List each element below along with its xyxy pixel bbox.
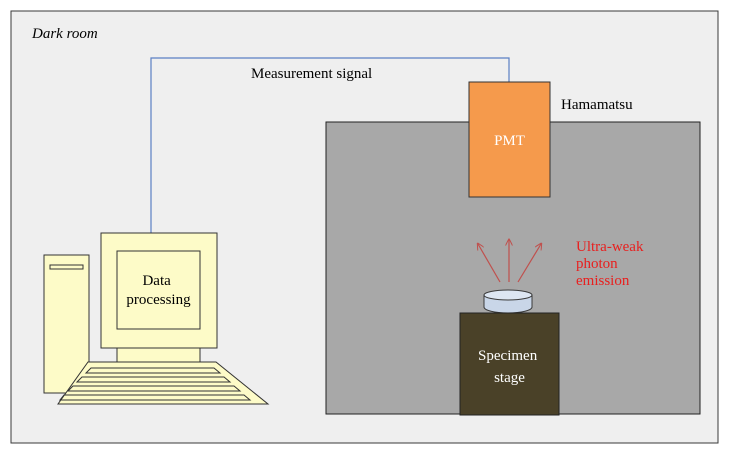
computer-tower: [43, 254, 90, 394]
stage-label-line1: Specimen: [478, 348, 538, 364]
specimen-stage: [459, 312, 560, 416]
keyboard-keys: [58, 367, 252, 401]
computer-label-line2: processing: [126, 292, 191, 308]
stage-label: Specimen stage: [478, 348, 541, 386]
computer: Data processing: [43, 232, 270, 405]
signal-label: Measurement signal: [251, 66, 372, 82]
emission-arrow-left: [478, 244, 501, 283]
pmt-box: [468, 81, 551, 198]
hamamatsu-label: Hamamatsu: [561, 97, 633, 113]
emission-label: Ultra-weak photon emission: [576, 239, 647, 289]
pmt-label: PMT: [494, 133, 525, 149]
signal-wire: [150, 57, 510, 233]
emission-arrow-right: [517, 244, 541, 283]
emission-arrows: [478, 240, 541, 283]
emission-label-line3: emission: [576, 273, 630, 289]
emission-label-line2: photon: [576, 256, 618, 272]
computer-screen: [116, 250, 201, 330]
stage-label-line2: stage: [494, 370, 525, 386]
emission-label-line1: Ultra-weak: [576, 239, 644, 255]
computer-label-line1: Data: [142, 273, 171, 289]
computer-tower-slot: [49, 264, 84, 270]
specimen-dish: [483, 289, 533, 314]
dark-room-label: Dark room: [31, 26, 98, 42]
computer-monitor-neck: [116, 347, 201, 363]
computer-label: Data processing: [126, 273, 191, 308]
